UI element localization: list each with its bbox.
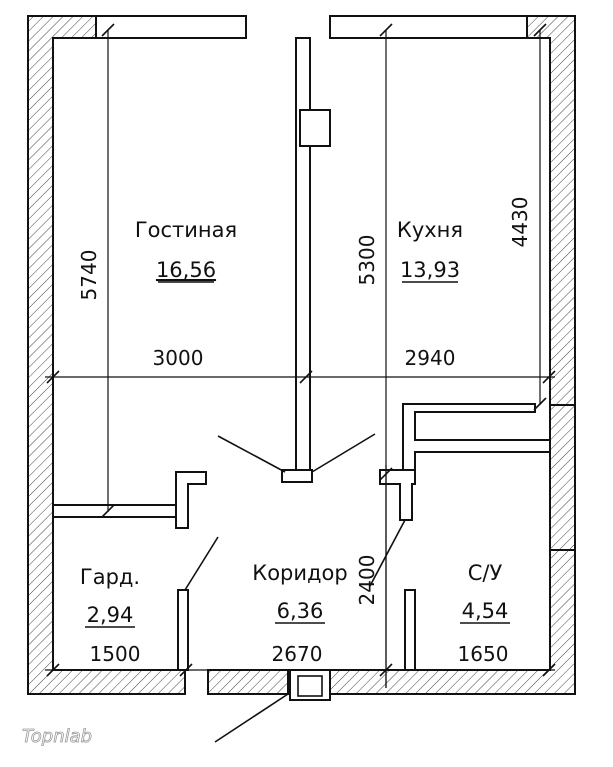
corridor-name: Коридор [252,561,347,585]
dim-kitchen-width: 2940 [405,346,456,370]
bathroom-area: 4,54 [462,599,509,623]
dim-kitchen-height-left: 5300 [355,235,379,286]
dimension-ticks [46,23,556,677]
dim-kitchen-height-right: 4430 [508,197,532,248]
vent-shaft-top [299,109,331,147]
wardrobe-name: Гард. [80,565,140,589]
partition-bathroom [379,403,551,671]
partition-living-kitchen [281,37,331,483]
right-wall-lower [549,404,576,551]
corridor-area: 6,36 [277,599,324,623]
windows [95,15,528,39]
kitchen-name: Кухня [397,218,463,242]
bathroom-name: С/У [468,561,503,585]
kitchen-area: 13,93 [400,258,460,282]
door-swings [184,433,406,743]
partition-wardrobe [52,471,207,671]
window-left [95,15,247,39]
dim-corridor-width: 2670 [272,642,323,666]
living-room-name: Гостиная [135,218,237,242]
dim-living-height: 5740 [77,250,101,301]
window-right [329,15,528,39]
dim-wardrobe-width: 1500 [90,642,141,666]
wardrobe-area: 2,94 [87,603,134,627]
dim-corridor-height: 2400 [355,555,379,606]
dimension-lines [45,30,555,688]
dim-living-width: 3000 [153,346,204,370]
dim-bathroom-width: 1650 [458,642,509,666]
watermark-logo: Topnlab [22,726,92,747]
living-room-area: 16,56 [156,258,216,282]
